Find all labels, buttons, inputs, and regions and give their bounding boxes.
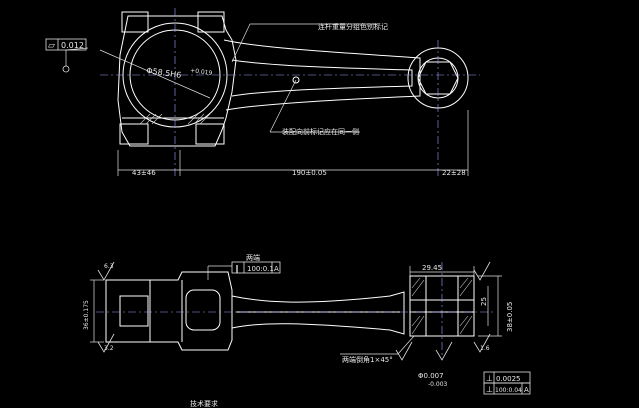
small-end-hex xyxy=(417,61,459,95)
perp-tolerance-2: 100:0.04 xyxy=(495,387,522,394)
bolt-head-bottom-left xyxy=(119,123,149,145)
flatness-symbol: ⏥ xyxy=(48,41,55,51)
bottom-caption: 技术要求 xyxy=(190,399,218,408)
shank-side-outline xyxy=(231,291,405,335)
bolt-head-top-left xyxy=(121,11,149,33)
bolt-right-section xyxy=(185,289,221,331)
bolt-head-top-right xyxy=(197,11,225,33)
roughness-symbols xyxy=(97,261,491,361)
flatness-frame xyxy=(45,38,87,73)
bolt-left-section xyxy=(119,295,149,327)
top-dimensions xyxy=(117,110,469,176)
bottom-dimensions xyxy=(90,265,502,355)
top-view xyxy=(117,11,469,147)
small-end-hatching xyxy=(411,277,473,335)
parallel-symbol: ∥ xyxy=(235,264,239,273)
dim-center: 190±0.05 xyxy=(292,169,327,177)
top-hatching xyxy=(139,113,211,125)
small-end-section xyxy=(409,275,475,337)
top-leaders xyxy=(65,23,380,133)
weight-mark-dot xyxy=(292,76,300,84)
bore-deviation-label: +0.019 xyxy=(190,67,213,77)
bottom-frames xyxy=(231,261,531,395)
dim-small-end-width: 29.45 xyxy=(422,264,442,272)
bolt-head-bottom-right xyxy=(195,123,225,145)
flatness-tolerance: 0.012 xyxy=(61,41,84,50)
roughness-label-2: 3.2 xyxy=(104,345,114,352)
roughness-label-3: 1.6 xyxy=(480,345,490,352)
roughness-label-1: 6.3 xyxy=(104,263,114,270)
right-vertical-dim-1: 38±0.05 xyxy=(506,302,514,332)
big-end-outline xyxy=(117,15,237,147)
dim-pin-dev: -0.003 xyxy=(428,381,448,388)
dim-right: 22±28 xyxy=(442,169,466,177)
note-both-sides-top: 两端 xyxy=(246,253,260,262)
perp-symbol-2: ⊥ xyxy=(486,385,493,394)
big-end-section-outline xyxy=(105,271,233,351)
note-weight-group: 连杆重量分组色别标记 xyxy=(318,22,388,31)
left-vertical-dim: 36±0.175 xyxy=(83,300,90,330)
dim-left: 43±46 xyxy=(132,169,156,177)
note-same-side: 装配向前标记应在同一侧 xyxy=(282,127,359,136)
perp-symbol-1: ⊥ xyxy=(486,374,493,383)
datum-a-label: A xyxy=(274,265,279,273)
dim-pin-dia: Φ0.007 xyxy=(418,372,444,380)
top-centerlines xyxy=(100,8,480,176)
perp-tolerance-1: 0.0025 xyxy=(496,375,521,383)
rod-shank-outline xyxy=(223,39,421,111)
rod-shank-inner xyxy=(231,59,413,97)
bottom-centerlines xyxy=(96,262,496,356)
right-vertical-dim-2: 25 xyxy=(480,297,488,306)
bottom-view xyxy=(105,271,475,351)
note-chamfer: 两端倒角1×45° xyxy=(342,355,393,364)
parallel-tolerance: 100:0.1 xyxy=(247,265,274,273)
perp-datum-a: A xyxy=(524,386,529,394)
